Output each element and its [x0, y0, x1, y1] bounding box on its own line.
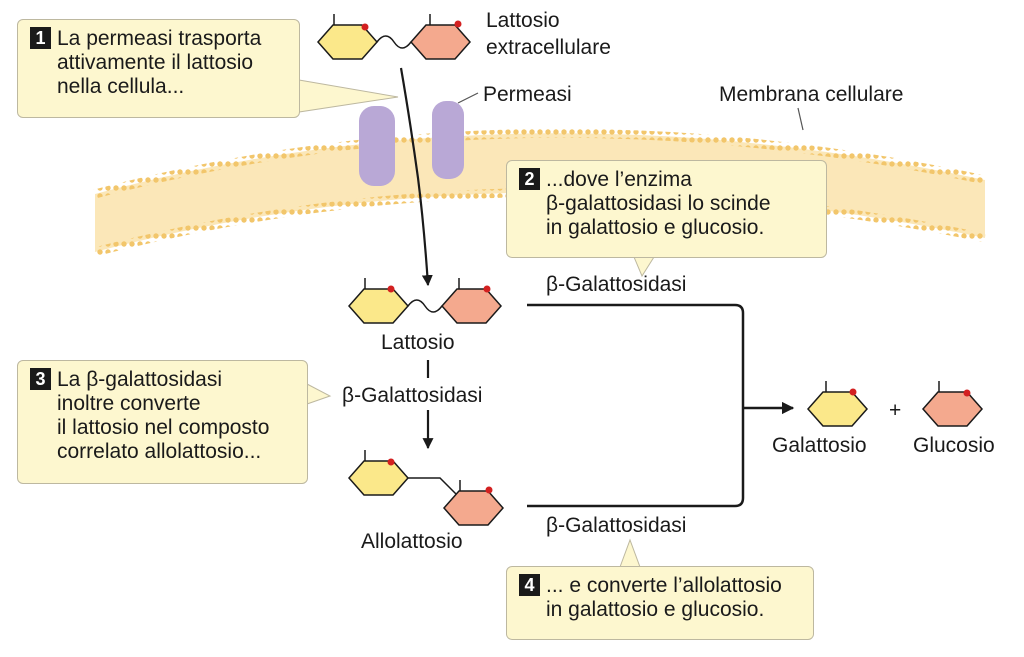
allolactose-molecule: [347, 450, 505, 526]
beta-gal-bottom-label: β-Galattosidasi: [546, 514, 686, 537]
galactose-ring: [347, 460, 410, 496]
permease-label: Permeasi: [483, 83, 572, 106]
callout-3-line-4: correlato allolattosio...: [57, 440, 262, 463]
glucose-ring: [409, 24, 472, 60]
allolactose-label: Allolattosio: [361, 530, 463, 553]
glucose-label: Glucosio: [913, 434, 995, 457]
lactose-extracellular-label-2: extracellulare: [486, 36, 611, 59]
galactose-ring: [316, 24, 379, 60]
lactose-label: Lattosio: [381, 331, 455, 354]
step-number-2: 2: [519, 168, 540, 190]
step-number-4: 4: [519, 574, 540, 596]
permease-leader-line: [457, 92, 479, 104]
beta-gal-middle-label: β-Galattosidasi: [342, 384, 482, 407]
galactose-label: Galattosio: [772, 434, 867, 457]
membrane-label: Membrana cellulare: [719, 83, 903, 106]
step-number-1: 1: [30, 27, 51, 49]
callout-2: 2...dove l’enzima β-galattosidasi lo sci…: [506, 160, 827, 258]
callout-2-line-2: β-galattosidasi lo scinde: [546, 192, 771, 215]
lactose-molecule-extracellular: [316, 14, 472, 60]
lactose-molecule: [347, 278, 503, 324]
step-number-3: 3: [30, 368, 51, 390]
reaction-bracket: [527, 303, 745, 508]
callout-4-line-2: in galattosio e glucosio.: [546, 598, 765, 621]
callout-4-line-1: 4... e converte l’allolattosio: [519, 574, 801, 598]
galactose-ring: [347, 288, 410, 324]
lactose-extracellular-label: Lattosio: [486, 9, 560, 32]
callout-2-line-1: 2...dove l’enzima: [519, 168, 814, 192]
permease-protein: [359, 101, 464, 186]
callout-2-line-3: in galattosio e glucosio.: [546, 216, 765, 239]
membrane-leader-line: [797, 107, 804, 131]
glucose-product: [921, 381, 984, 427]
callout-3-line-3: il lattosio nel composto: [57, 416, 270, 439]
galactose-product: [806, 381, 869, 427]
glucose-ring: [440, 288, 503, 324]
callout-4-pointer: [619, 538, 641, 568]
beta-gal-top-label: β-Galattosidasi: [546, 273, 686, 296]
callout-3-line-2: inoltre converte: [57, 392, 201, 415]
transport-arrow: [399, 67, 433, 287]
callout-1-line-2: attivamente il lattosio: [57, 51, 254, 74]
callout-1-line-3: nella cellula...: [57, 75, 185, 98]
glucose-ring: [442, 490, 505, 526]
callout-3-pointer: [306, 383, 332, 405]
callout-4: 4... e converte l’allolattosio in galatt…: [506, 566, 814, 640]
plus-sign: +: [889, 399, 901, 422]
